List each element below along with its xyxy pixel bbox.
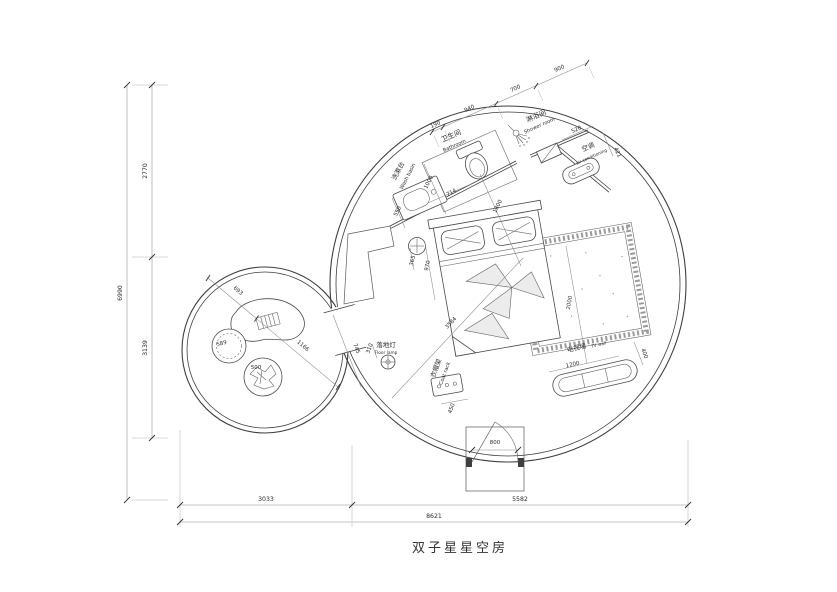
- dim-small-a: 693: [232, 286, 244, 298]
- dim-rack-w: 450: [447, 402, 456, 414]
- dim-door-w: 800: [490, 440, 501, 446]
- tv-cabinet: [552, 359, 638, 397]
- door-swing-arc: [494, 421, 519, 463]
- dim-toilet-w: 714: [446, 188, 459, 198]
- passage: [321, 302, 367, 356]
- toilet: [455, 140, 488, 180]
- ac-label-zh: 空调: [580, 140, 596, 154]
- dim-shower-w: 520: [571, 125, 583, 135]
- dim-top1: 190: [430, 120, 442, 130]
- dim-tv-len: 1200: [565, 360, 580, 369]
- dim-basin-depth: 550: [393, 205, 403, 218]
- dim-top3: 700: [510, 84, 522, 94]
- door-leaf: [471, 421, 496, 463]
- pillow: [440, 225, 485, 256]
- dim-ac-d: 421: [612, 147, 622, 159]
- dim-small-b: 1166: [295, 339, 310, 353]
- dim-w-left: 3033: [258, 496, 274, 503]
- air-conditioner: [562, 157, 600, 185]
- side-table: [230, 298, 305, 342]
- coat-rack: [430, 373, 464, 397]
- dim-top2: 940: [464, 104, 476, 114]
- shower-bench: [535, 142, 563, 164]
- blanket-fold: [451, 335, 477, 357]
- dim-tub-d: 500: [251, 365, 262, 371]
- dim-bed-a: 365: [409, 255, 417, 267]
- dim-top4: 900: [554, 64, 566, 74]
- shower-head-icon: [507, 124, 530, 147]
- main-room-wall: [329, 105, 687, 463]
- dimension-scaffold: [123, 81, 692, 527]
- floor-lamp: [380, 354, 396, 370]
- floorlamp-label-zh: 落地灯: [376, 340, 396, 349]
- dim-bath-w: 1800: [492, 199, 504, 215]
- secondary-room-wall: [181, 266, 349, 434]
- dim-stool-d: 589: [216, 340, 228, 349]
- dim-overall-w: 8621: [426, 513, 442, 520]
- pillow: [492, 216, 537, 246]
- dimension-lines: [205, 59, 644, 454]
- round-stool: [211, 328, 247, 364]
- dim-tv-side: 400: [639, 348, 648, 360]
- dim-small-c: 745: [351, 343, 361, 355]
- bedside-table: [408, 237, 426, 255]
- wall-niche: [343, 225, 395, 305]
- towel-basket: [243, 357, 283, 397]
- plan-title: 双子星星空房: [412, 540, 508, 556]
- entry-door: [465, 421, 525, 492]
- dim-h-lower: 3139: [142, 340, 149, 356]
- dim-overall-h: 6990: [117, 285, 124, 301]
- dim-basin-len: 1000: [423, 175, 435, 191]
- dim-h-upper: 2770: [142, 163, 149, 179]
- dim-w-right: 5582: [512, 496, 528, 503]
- dim-lamp-off: 310: [365, 342, 374, 354]
- floorlamp-label-en: Floor lamp: [375, 350, 398, 356]
- dim-bed-len: 2000: [566, 295, 574, 310]
- tvwall-label-en: TV wall: [590, 340, 607, 350]
- bed: [427, 199, 561, 357]
- tvwall-label-zh: 电视墙: [566, 341, 588, 354]
- dim-bed-b: 970: [424, 260, 432, 272]
